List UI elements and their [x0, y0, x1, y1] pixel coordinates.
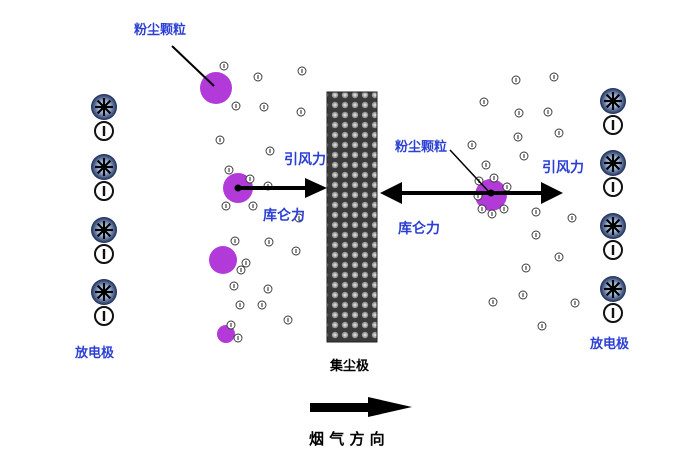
minus-circle-icon	[479, 97, 489, 107]
minus-circle-icon	[283, 315, 293, 325]
minus-circle-icon	[554, 128, 564, 138]
particle-label-right: 粉尘颗粒	[395, 139, 447, 155]
collector-electrode-label: 集尘极	[329, 358, 370, 374]
discharge-electrode-right	[600, 88, 626, 323]
minus-circle-icon	[489, 173, 499, 183]
flow-arrow-icon	[310, 397, 412, 417]
minus-circle-icon	[511, 75, 521, 85]
minus-circle-icon	[94, 306, 114, 326]
minus-circle-icon	[603, 115, 623, 135]
discharge-electrode-label-right: 放电极	[589, 336, 630, 352]
minus-circle-icon	[226, 320, 236, 330]
minus-circle-icon	[603, 240, 623, 260]
corona-star-icon	[91, 154, 117, 180]
corona-star-icon	[91, 279, 117, 305]
minus-circle-icon	[488, 297, 498, 307]
force-arrow-left	[234, 178, 327, 198]
discharge-electrode-label-left: 放电极	[74, 345, 115, 361]
minus-circle-icon	[502, 182, 512, 192]
corona-star-icon	[600, 276, 626, 302]
minus-circle-icon	[554, 252, 564, 262]
particle-label-left: 粉尘颗粒	[134, 22, 186, 38]
corona-star-icon	[600, 213, 626, 239]
minus-circle-icon	[245, 174, 255, 184]
minus-circle-icon	[499, 204, 509, 214]
minus-circle-icon	[264, 237, 274, 247]
minus-circle-icon	[477, 204, 487, 214]
minus-circle-icon	[231, 101, 241, 111]
minus-circle-icon	[233, 333, 243, 343]
minus-circle-icon	[263, 284, 273, 294]
minus-circle-icon	[248, 201, 258, 211]
attract-force-label-left: 引风力	[284, 151, 326, 168]
corona-star-icon	[91, 217, 117, 243]
minus-circle-icon	[229, 281, 239, 291]
minus-circle-icon	[603, 177, 623, 197]
minus-circle-icon	[94, 181, 114, 201]
minus-circle-icon	[94, 121, 114, 141]
corona-star-icon	[600, 150, 626, 176]
minus-circle-icon	[265, 146, 275, 156]
minus-circle-icon	[570, 298, 580, 308]
minus-circle-icon	[521, 263, 531, 273]
corona-star-icon	[91, 94, 117, 120]
collector-electrode	[326, 91, 378, 343]
attract-force-label-right: 引风力	[542, 159, 584, 176]
dust-particle	[217, 325, 235, 343]
minus-circle-icon	[603, 303, 623, 323]
minus-circle-icon	[514, 108, 524, 118]
minus-circle-icon	[215, 135, 225, 145]
minus-circle-icon	[257, 300, 267, 310]
particle-leader-line-left	[171, 45, 215, 87]
minus-circle-icon	[235, 300, 245, 310]
minus-circle-icon	[259, 102, 269, 112]
minus-circle-icon	[236, 265, 246, 275]
dust-particle	[209, 246, 237, 274]
force-arrow-right	[380, 182, 563, 204]
negative-ions	[215, 61, 580, 343]
discharge-electrode-left	[91, 94, 117, 326]
minus-circle-icon	[224, 165, 234, 175]
minus-circle-icon	[296, 107, 306, 117]
minus-circle-icon	[549, 72, 559, 82]
minus-circle-icon	[537, 321, 547, 331]
minus-circle-icon	[230, 236, 240, 246]
minus-circle-icon	[519, 151, 529, 161]
minus-circle-icon	[513, 132, 523, 142]
minus-circle-icon	[253, 72, 263, 82]
minus-circle-icon	[94, 244, 114, 264]
minus-circle-icon	[487, 209, 497, 219]
flow-direction-label: 烟 气 方 向	[309, 430, 385, 448]
minus-circle-icon	[518, 290, 528, 300]
minus-circle-icon	[241, 258, 251, 268]
corona-star-icon	[600, 88, 626, 114]
minus-circle-icon	[297, 66, 307, 76]
minus-circle-icon	[221, 201, 231, 211]
minus-circle-icon	[531, 207, 541, 217]
minus-circle-icon	[531, 230, 541, 240]
minus-circle-icon	[567, 213, 577, 223]
minus-circle-icon	[219, 61, 229, 71]
minus-circle-icon	[291, 246, 301, 256]
minus-circle-icon	[294, 213, 304, 223]
minus-circle-icon	[543, 107, 553, 117]
coulomb-force-label-left: 库仑力	[263, 207, 305, 224]
coulomb-force-label-right: 库仑力	[398, 220, 440, 237]
particle-leader-line-right	[449, 149, 491, 194]
minus-circle-icon	[467, 140, 477, 150]
minus-circle-icon	[481, 160, 491, 170]
